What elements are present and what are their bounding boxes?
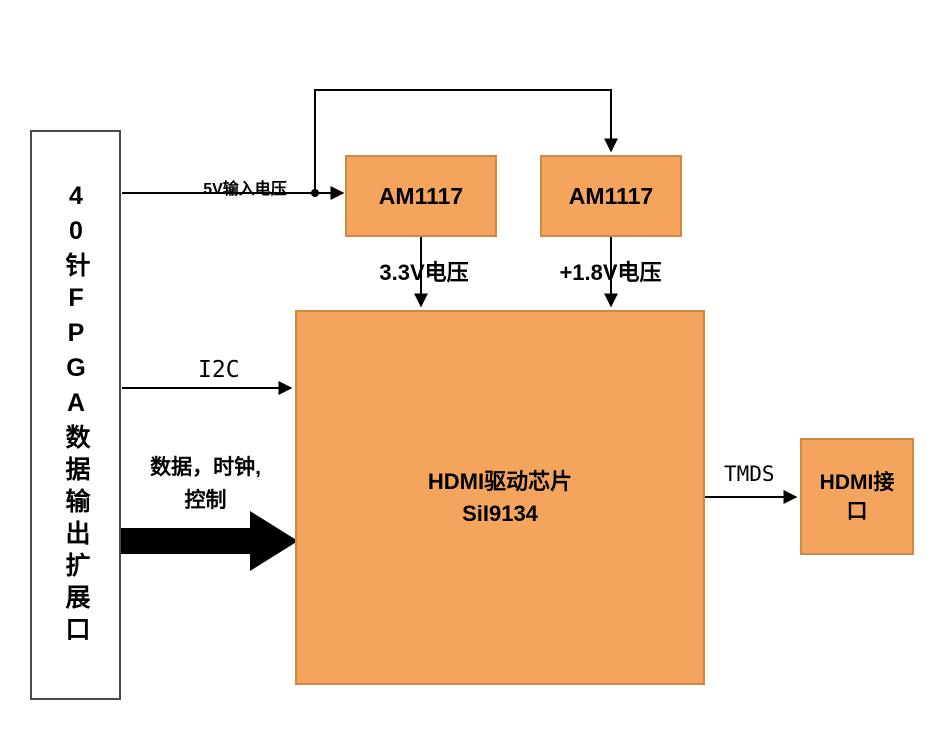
label-1v8-rail: +1.8V电压 (559, 260, 662, 285)
regulator2-label: AM1117 (568, 182, 654, 209)
regulator1-label: AM1117 (378, 182, 464, 209)
fpga-port-label: 40针FPGA数据输出扩展口 (62, 182, 90, 648)
hdmi-connector-block: HDMI接口 (800, 438, 914, 555)
hdmi-connector-label: HDMI接口 (819, 470, 895, 523)
regulator2-block: AM1117 (540, 155, 682, 237)
junction-dot (311, 189, 319, 197)
label-tmds: TMDS (724, 462, 775, 486)
label-5v-input: 5V输入电压 (203, 181, 287, 198)
label-data-bus: 数据，时钟, 控制 (118, 451, 293, 517)
fpga-port-block: 40针FPGA数据输出扩展口 (30, 130, 121, 700)
regulator1-block: AM1117 (345, 155, 497, 237)
label-3v3-rail: 3.3V电压 (379, 260, 469, 285)
label-i2c: I2C (198, 357, 240, 383)
label-data-bus-line1: 数据，时钟, (150, 456, 261, 479)
hdmi-chip-name: HDMI驱动芯片 (427, 468, 573, 494)
data-bus-arrow (120, 511, 298, 571)
hdmi-chip-part-number: SiI9134 (462, 500, 538, 526)
label-data-bus-line2: 控制 (184, 489, 227, 512)
hdmi-chip-block: HDMI驱动芯片 SiI9134 (295, 310, 705, 685)
